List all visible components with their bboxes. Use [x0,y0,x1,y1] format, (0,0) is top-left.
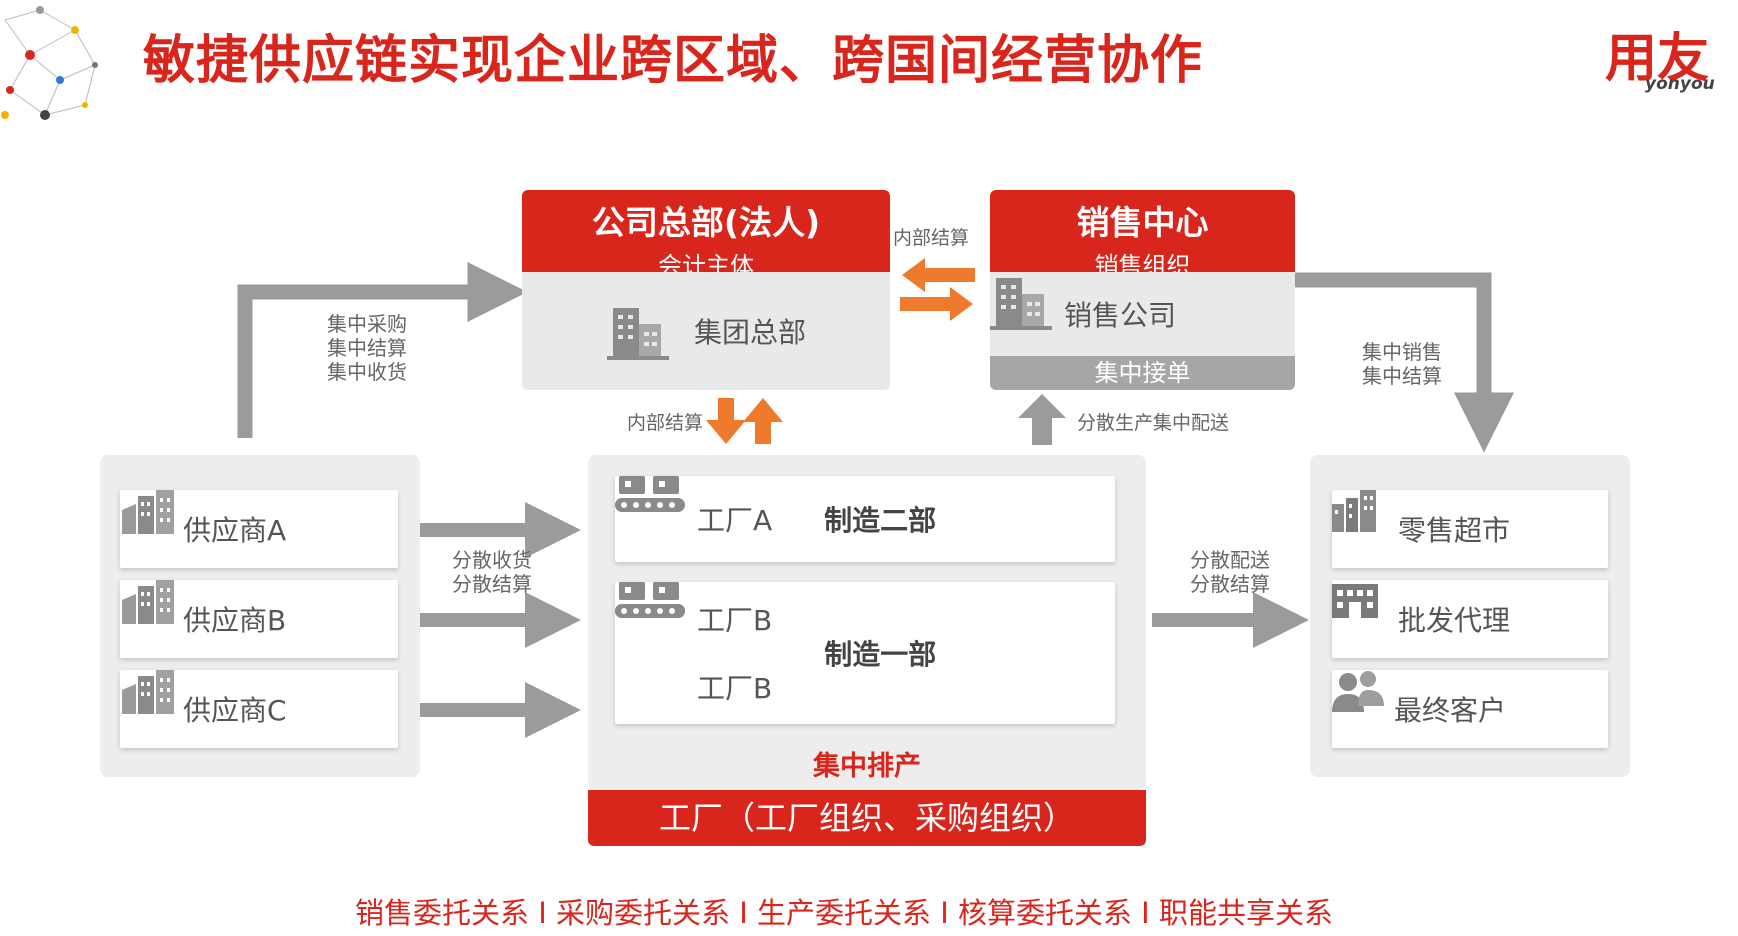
hq-item: 集团总部 [694,316,807,349]
factory-row-b: 工厂B 工厂B 制造一部 [615,582,1115,724]
factory-machine-icon [615,476,685,512]
factory-row-a: 工厂A 制造二部 [615,476,1115,562]
building-icon [607,308,669,360]
office-building-icon [122,670,174,714]
hq-title: 公司总部(法人) [591,203,821,242]
brand-logo: 用友 [1605,29,1710,89]
label-dist-prod: 分散生产集中配送 [1077,412,1230,434]
office-building-icon [122,490,174,534]
customer-name: 最终客户 [1394,694,1507,727]
relationship-note: 销售委托关系 I 采购委托关系 I 生产委托关系 I 核算委托关系 I 职能共享… [355,896,1333,930]
users-icon [1332,671,1384,712]
customer-name: 零售超市 [1398,514,1511,547]
label-dist-receive: 分散收货分散结算 [452,548,532,596]
page-title: 敏捷供应链实现企业跨区域、跨国间经营协作 [143,31,1204,91]
arrow-hq-to-sales [900,287,973,321]
label-central-purchase: 集中采购集中结算集中收货 [327,312,407,384]
supplier-name: 供应商C [183,694,287,727]
label-inner-settle-mid: 内部结算 [627,412,704,434]
sales-footer: 集中接单 [990,356,1295,390]
factory-name: 工厂B [697,672,773,705]
dept-name: 制造一部 [824,638,937,671]
brand-logo-en: yonyou [1645,74,1715,94]
dept-name: 制造二部 [824,504,937,537]
customer-card: 零售超市 [1332,490,1608,568]
factory-machine-icon [615,582,685,618]
network-decoration-icon [1,6,98,120]
customer-card: 最终客户 [1332,670,1608,748]
factory-name: 工厂A [697,504,773,537]
supplier-card: 供应商B [120,580,398,658]
hq-header: 公司总部(法人) 会计主体 [522,190,890,280]
supplier-name: 供应商A [183,514,287,547]
arrow-supplier-to-hq [237,262,528,438]
factory-footer: 工厂（工厂组织、采购组织） [588,790,1146,846]
arrow-sales-to-customers [1295,272,1514,453]
sales-header: 销售中心 销售组织 [990,190,1295,280]
building-icon [990,278,1052,330]
supplier-name: 供应商B [183,604,287,637]
wholesale-store-icon [1332,584,1378,618]
factory-name: 工厂B [697,604,773,637]
office-building-icon [122,580,174,624]
arrow-factory-to-hq [743,398,783,444]
customer-card: 批发代理 [1332,580,1608,658]
sales-body: 销售公司 [990,272,1295,356]
label-inner-settle-top: 内部结算 [893,227,970,249]
label-dist-delivery: 分散配送分散结算 [1190,548,1270,596]
supplier-card: 供应商A [120,490,398,568]
arrow-factory-to-sales [1018,394,1066,445]
customer-name: 批发代理 [1398,604,1511,637]
arrow-sales-to-hq [902,258,975,292]
label-central-sales: 集中销售集中结算 [1362,340,1442,388]
supplier-card: 供应商C [120,670,398,748]
schedule-label: 集中排产 [813,751,921,782]
arrow-hq-to-factory [706,398,746,444]
supermarket-building-icon [1332,490,1376,532]
hq-body: 集团总部 [522,272,890,390]
sales-item: 销售公司 [1064,299,1177,332]
sales-title: 销售中心 [1076,203,1209,242]
